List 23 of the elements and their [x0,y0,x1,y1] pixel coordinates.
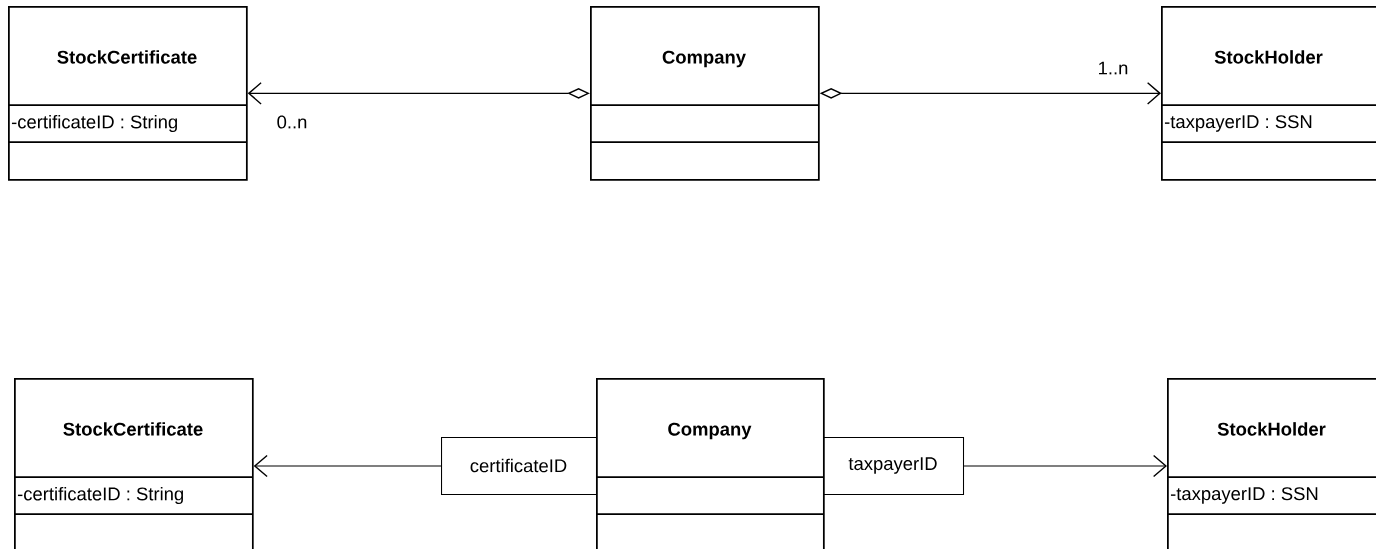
qualifier-box: certificateID [441,437,598,496]
association-arrow [963,454,1167,478]
association-arrow [253,454,442,478]
class-name: StockCertificate [57,50,197,64]
attribute-text: -certificateID : String [11,114,177,133]
association-arrow [247,82,590,105]
class-name: Company [662,50,746,68]
class-box [7,6,248,181]
multiplicity-label: 0..n [274,113,310,131]
class-name: StockHolder [1217,422,1326,436]
class-box [1166,378,1376,549]
class-box [595,378,825,549]
class-name: Company [668,422,752,440]
attribute-text: -taxpayerID : SSN [1170,487,1318,504]
class-name: StockHolder [1214,50,1323,64]
class-box [589,6,820,181]
multiplicity-label: 1..n [1095,59,1131,77]
class-box [13,378,254,549]
class-name: StockCertificate [63,422,203,436]
class-box [1160,6,1376,181]
attribute-text: -taxpayerID : SSN [1164,115,1312,132]
qualifier-box: taxpayerID [823,437,965,496]
attribute-text: -certificateID : String [17,486,183,505]
